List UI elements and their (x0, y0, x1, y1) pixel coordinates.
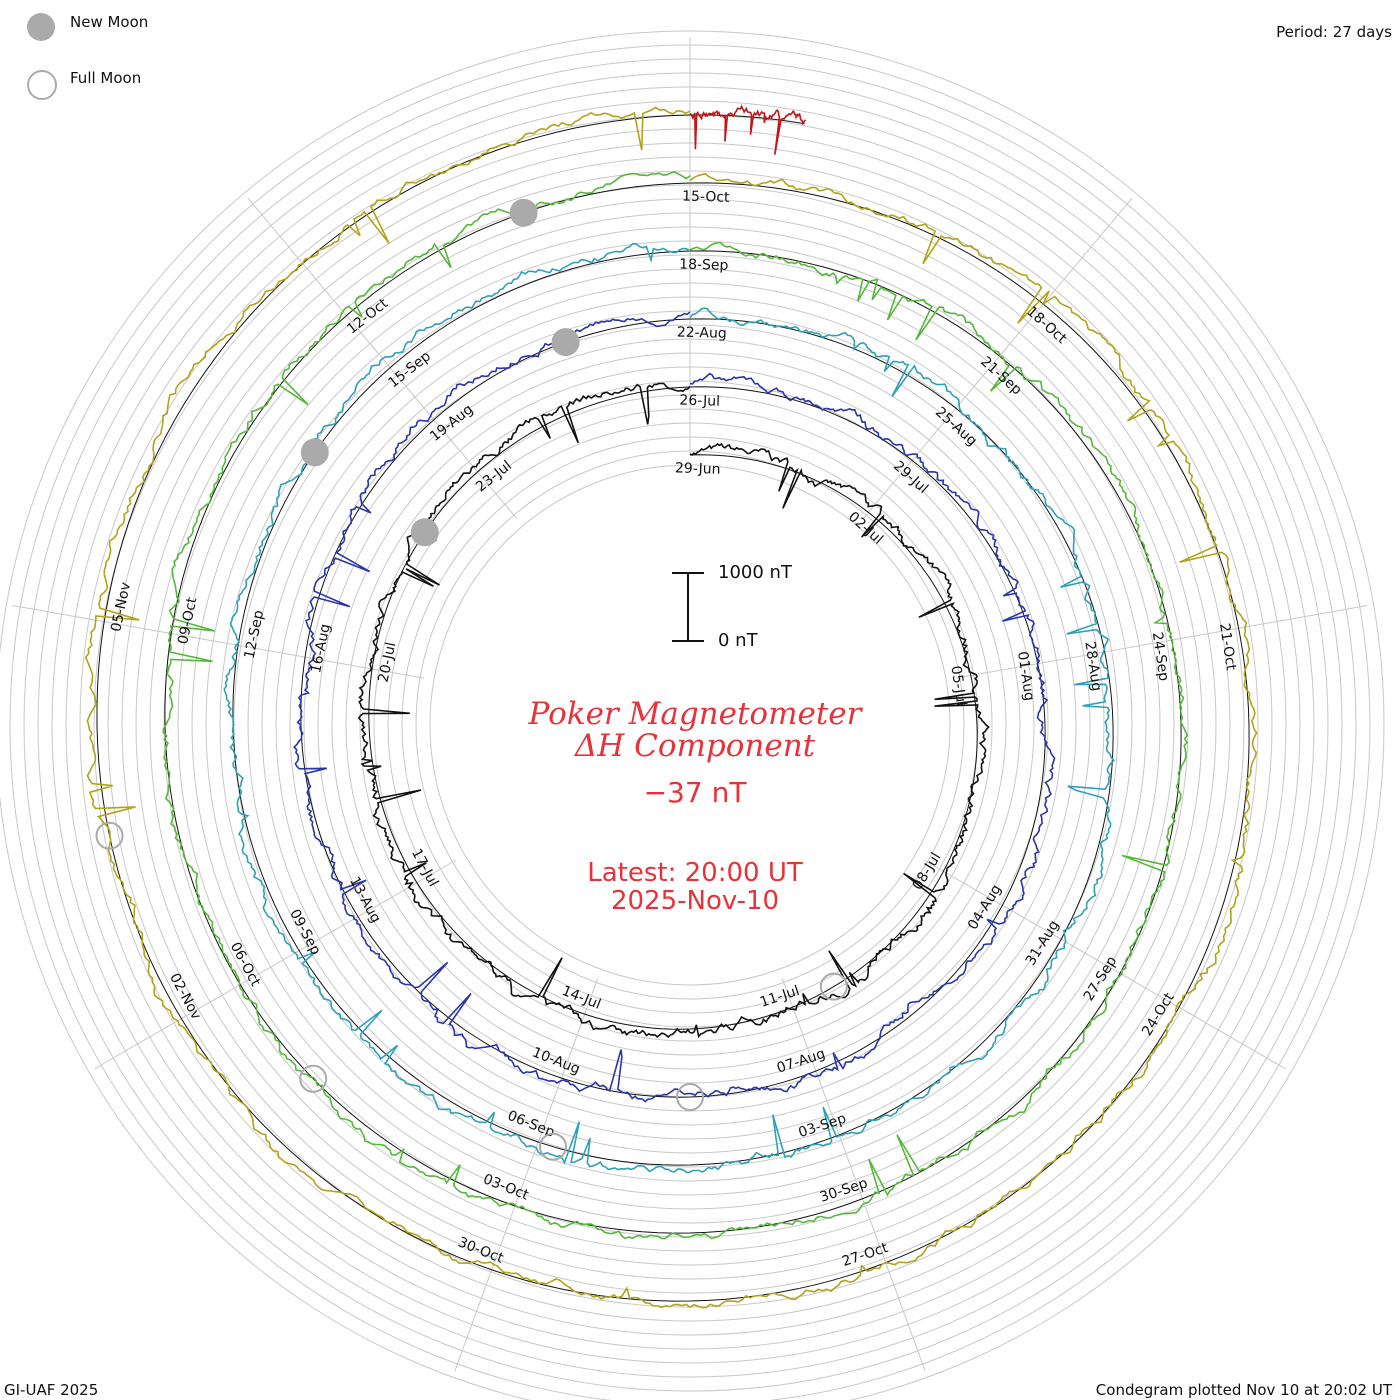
date-label: 24-Sep (1149, 631, 1172, 682)
grid-spoke (93, 859, 457, 1070)
date-label: 16-Aug (308, 622, 334, 674)
date-label: 21-Oct (1216, 622, 1239, 672)
moon-markers (95, 198, 848, 1161)
trace-18-Sep (162, 171, 1189, 1240)
legend-new-moon: New Moon (70, 13, 149, 31)
new-moon-icon (27, 13, 55, 41)
date-label: 15-Oct (682, 188, 730, 205)
new-moon-icon (509, 198, 538, 227)
chart-subtitle: ΔH Component (574, 728, 816, 764)
plotted-timestamp: Condegram plotted Nov 10 at 20:02 UT (1095, 1381, 1392, 1399)
trace-15-Oct (84, 106, 1258, 1309)
baseline-18-Sep (164, 182, 1182, 1234)
scale-bar (672, 572, 704, 642)
date-label: 18-Sep (679, 256, 729, 273)
date-label: 05-Jul (947, 665, 969, 707)
date-label: 12-Sep (242, 609, 268, 661)
trace-29-Jun (357, 382, 990, 1039)
date-label: 28-Aug (1081, 641, 1104, 693)
legend-full-moon: Full Moon (70, 69, 142, 87)
date-label: 04-Aug (965, 882, 1005, 933)
date-label: 25-Aug (932, 404, 980, 449)
date-label: 31-Aug (1023, 918, 1063, 969)
grid-spoke (12, 605, 425, 679)
baseline-22-Aug (232, 250, 1114, 1166)
date-label: 18-Oct (1023, 304, 1069, 348)
date-label: 03-Oct (481, 1171, 531, 1204)
date-label: 14-Jul (560, 983, 604, 1013)
scale-bottom-label: 0 nT (718, 630, 758, 651)
date-label: 20-Jul (376, 641, 400, 684)
grid-spoke (863, 197, 1133, 519)
magnetometer-traces (84, 104, 1258, 1309)
date-label: 22-Aug (677, 324, 727, 341)
date-label: 29-Jun (675, 460, 721, 477)
date-label: 30-Sep (818, 1175, 870, 1206)
baseline-11-Nov (690, 114, 805, 125)
credit-label: GI-UAF 2025 (4, 1381, 99, 1399)
new-moon-icon (300, 438, 329, 467)
date-label: 19-Aug (427, 401, 476, 444)
full-moon-icon (539, 1132, 567, 1161)
grid-ring (429, 464, 951, 986)
current-value: −37 nT (643, 776, 747, 809)
grid-spoke (454, 978, 599, 1372)
date-label: 27-Sep (1081, 954, 1121, 1004)
full-moon-icon (95, 821, 124, 850)
date-label: 01-Aug (1014, 650, 1037, 702)
date-label: 26-Jul (679, 393, 720, 410)
full-moon-icon (819, 972, 848, 1001)
date-label: 03-Sep (797, 1111, 849, 1142)
period-label: Period: 27 days (1276, 23, 1392, 41)
grid-spoke (955, 605, 1368, 679)
full-moon-icon (299, 1064, 328, 1093)
date-label: 24-Oct (1139, 990, 1178, 1039)
latest-date: 2025-Nov-10 (610, 886, 780, 916)
trace-26-Jul (292, 311, 1056, 1103)
new-moon-icon (410, 518, 439, 547)
trace-22-Aug (223, 243, 1115, 1174)
baseline-15-Oct (96, 114, 1250, 1302)
new-moon-icon (551, 328, 580, 357)
grid-spoke (781, 978, 926, 1372)
latest-time: Latest: 20:00 UT (587, 858, 803, 888)
date-label: 05-Nov (108, 581, 134, 633)
grid-spokes (12, 37, 1368, 1372)
full-moon-icon (676, 1083, 704, 1111)
grid-ring (0, 30, 1385, 1400)
trace-11-Nov (689, 104, 807, 155)
grid-spoke (923, 859, 1287, 1070)
scale-top-label: 1000 nT (718, 562, 792, 583)
date-label: 29-Jul (890, 458, 931, 497)
chart-title: Poker Magnetometer (528, 696, 862, 732)
full-moon-icon (27, 70, 57, 100)
